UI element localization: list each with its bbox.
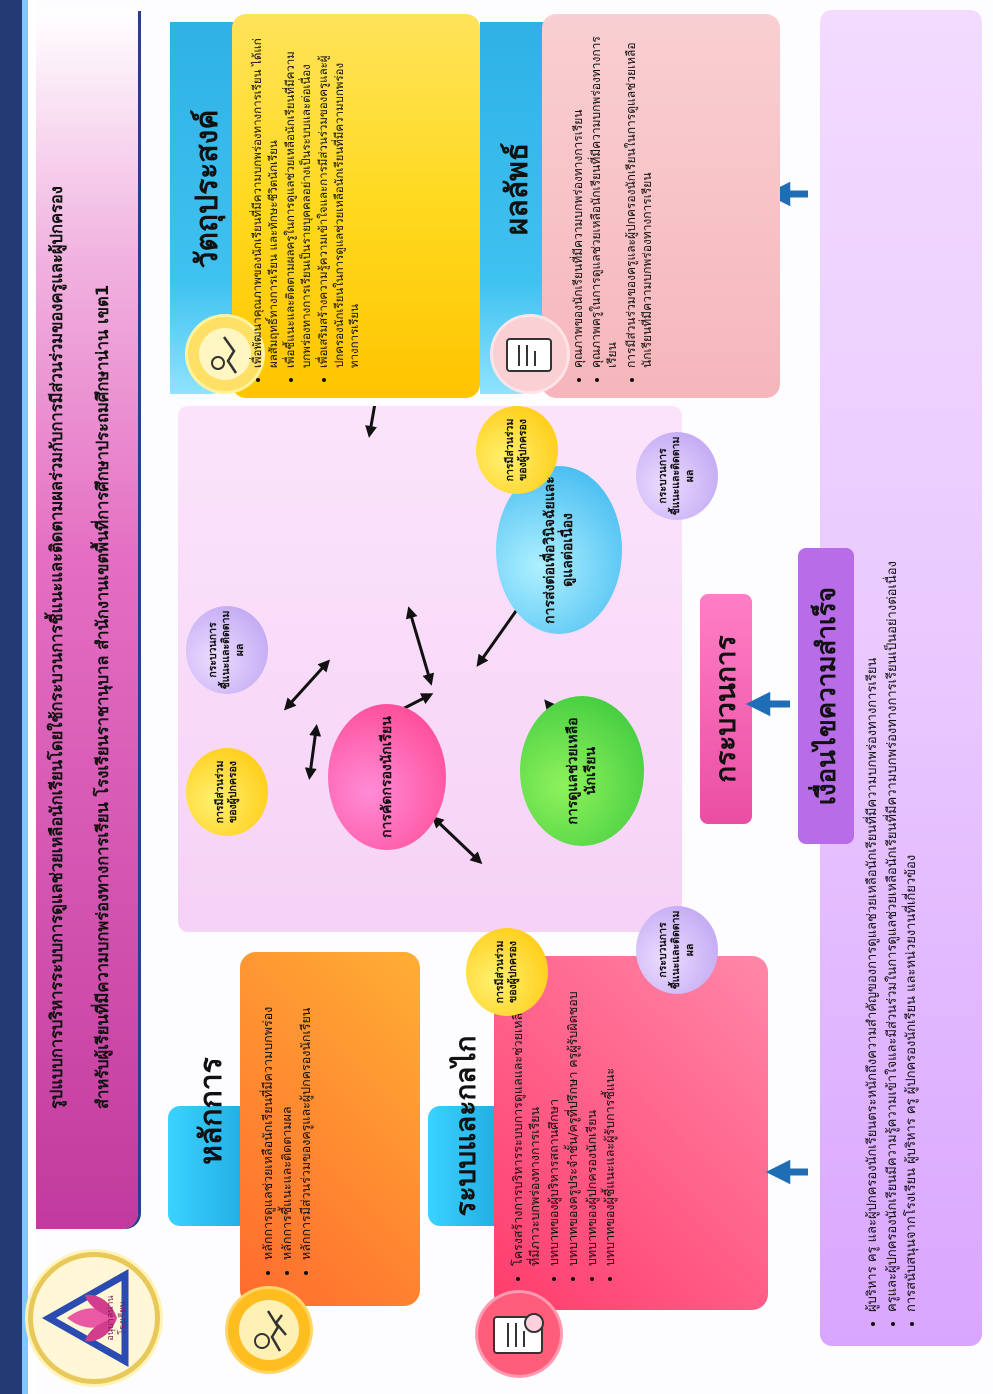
system-item: บทบาทของผู้ชี้แนะและผู้รับการชี้แนะ [602,962,619,1266]
coaching-followup-oval: กระบวนการชี้แนะและติดตามผล [186,606,268,694]
success-heading: เงื่อนไขความสำเร็จ [798,548,854,844]
teamwork-gear-icon [199,328,251,380]
connector-arrow [304,724,322,780]
system-item: บทบาทของผู้บริหารสถานศึกษา [546,962,563,1266]
principles-item: หลักการดูแลช่วยเหลือนักเรียนที่มีความบกพ… [260,958,277,1260]
results-item: คุณภาพของนักเรียนที่มีความบกพร่องทางการเ… [570,24,586,368]
objectives-item: เพื่อเสริมสร้างความรู้ความเข้าใจและการมี… [316,24,363,368]
objectives-item: เพื่อชี้แนะและติดตามผลครูในการดูแลช่วยเห… [283,24,314,368]
objectives-icon-circle [185,314,265,394]
frame-stripe-light [28,0,36,1394]
title-line-2: สำหรับผู้เรียนที่มีความบกพร่องทางการเรีย… [93,284,112,1109]
principles-item: หลักการชี้แนะและติดตามผล [279,958,296,1260]
results-item: คุณภาพครูในการดูแลช่วยเหลือนักเรียนที่มี… [588,24,620,368]
document-gear-icon [493,1313,544,1354]
parent-participation-oval: การมีส่วนร่วมของผู้ปกครอง [466,928,548,1016]
results-item: การมีส่วนร่วมของครูและผู้ปกครองนักเรียนใ… [623,24,655,368]
navy-frame-bar [0,0,22,1394]
logo-caption: โรงเรียน [118,1301,128,1335]
success-list: ผู้บริหาร ครู และผู้ปกครองนักเรียนตระหนั… [862,68,923,1328]
objectives-list: เพื่อพัฒนาคุณภาพของนักเรียนที่มีความบกพร… [248,24,365,384]
success-item: ครูและผู้ปกครองนักเรียนมีความรู้ความเข้า… [884,68,902,1312]
results-heading: ผลลัพธ์ [499,142,535,236]
principles-item: หลักการมีส่วนร่วมของครูและผู้ปกครองนักเร… [298,958,315,1260]
title-banner: รูปแบบการบริหารระบบการดูแลช่วยเหลือนักเร… [36,11,138,1229]
principles-list: หลักการดูแลช่วยเหลือนักเรียนที่มีความบกพ… [258,958,317,1276]
objectives-heading: วัตถุประสงค์ [189,109,225,269]
handshake-gear-icon [239,1300,299,1360]
school-logo: อนุบาลน่าน โรงเรียน [28,1252,160,1384]
system-icon-circle [475,1290,563,1378]
parent-participation-oval: การมีส่วนร่วมของผู้ปกครอง [476,406,558,494]
principles-heading: หลักการ [193,1057,229,1165]
connector-arrow [365,406,383,438]
process-label: กระบวนการ [700,594,752,824]
coaching-followup-oval: กระบวนการชี้แนะและติดตามผล [636,906,718,994]
screening-node: การคัดกรองนักเรียน [328,704,446,850]
objectives-item: เพื่อพัฒนาคุณภาพของนักเรียนที่มีความบกพร… [250,24,281,368]
parent-participation-oval: การมีส่วนร่วมของผู้ปกครอง [186,748,268,836]
connector-arrow [431,815,483,865]
system-heading: ระบบและกลไก [449,1035,482,1217]
report-document-icon [506,338,552,372]
connector-arrow [283,659,331,711]
system-item: บทบาทของครูประจำชั้น/ครูที่ปรึกษา ครูผู้… [565,962,582,1266]
results-list: คุณภาพของนักเรียนที่มีความบกพร่องทางการเ… [568,24,657,384]
coaching-followup-oval: กระบวนการชี้แนะและติดตามผล [636,432,718,520]
title-line-1: รูปแบบการบริหารระบบการดูแลช่วยเหลือนักเร… [47,186,66,1109]
success-item: ผู้บริหาร ครู และผู้ปกครองนักเรียนตระหนั… [864,68,882,1312]
system-item: บทบาทของผู้ปกครองนักเรียน [584,962,601,1266]
principles-icon-circle [225,1286,313,1374]
care-assistance-node: การดูแลช่วยเหลือนักเรียน [520,696,644,846]
success-item: การสนับสนุนจากโรงเรียน ผู้บริหาร ครู ผู้… [903,68,921,1312]
results-icon-circle [490,314,570,394]
connector-arrow [405,606,435,686]
lotus-emblem-icon [41,1268,129,1368]
